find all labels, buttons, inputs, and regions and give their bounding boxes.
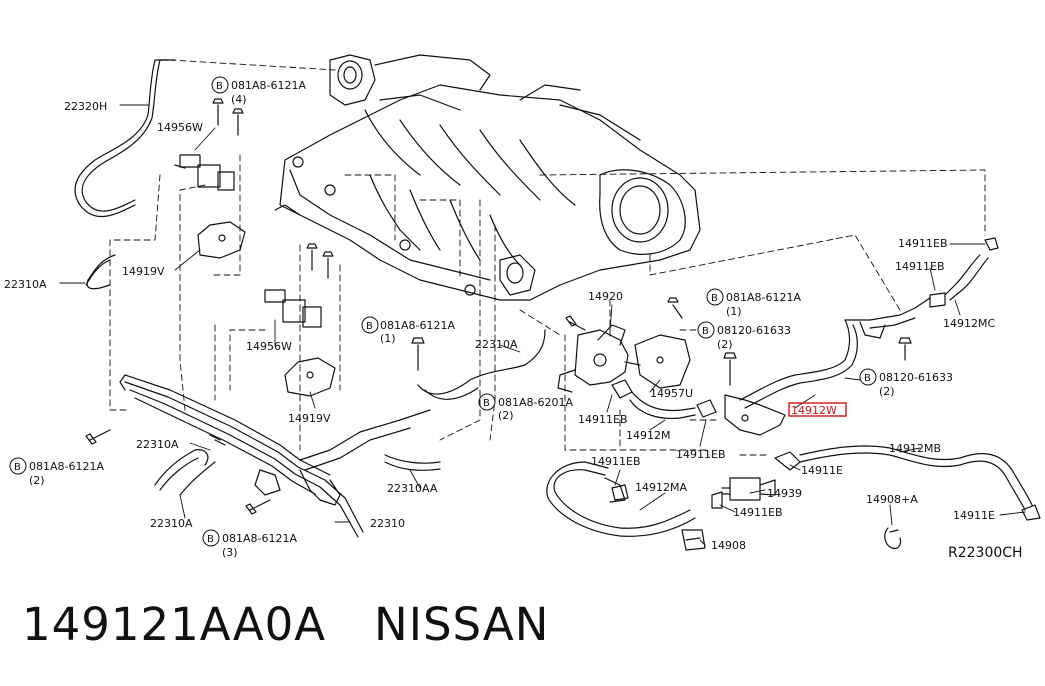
label-22310A-bottom-lower: 22310A <box>150 517 193 530</box>
intake-manifold <box>274 54 701 301</box>
hose-22310AA <box>384 454 441 471</box>
bolt-code: 081A8-6121A <box>231 79 306 92</box>
bracket-14957U <box>634 334 691 389</box>
vacuum-pipe-assembly-22310 <box>119 374 431 538</box>
label-14908: 14908 <box>711 539 746 552</box>
hose-14912W <box>724 319 871 436</box>
label-14908A: 14908+A <box>866 493 918 506</box>
leader-lines <box>59 104 1026 546</box>
label-14957U: 14957U <box>650 387 693 400</box>
bolt-code: 081A8-6201A <box>498 396 573 409</box>
bolt-symbol: B <box>711 293 718 304</box>
label-14919V-lower: 14919V <box>288 412 331 425</box>
bolt-qty: (1) <box>380 332 396 345</box>
label-22310: 22310 <box>370 517 405 530</box>
label-14939: 14939 <box>767 487 802 500</box>
label-22310A-left: 22310A <box>4 278 47 291</box>
label-14911E-a: 14911E <box>801 464 843 477</box>
label-14911EB-a: 14911EB <box>578 413 628 426</box>
label-14911EB-f: 14911EB <box>733 506 783 519</box>
label-14912MB: 14912MB <box>889 442 941 455</box>
bolt-symbol: B <box>864 373 871 384</box>
hose-14912MC <box>859 237 999 339</box>
bracket-14919V-upper <box>197 221 246 259</box>
label-14912MC: 14912MC <box>943 317 995 330</box>
bolt-qty: (1) <box>726 305 742 318</box>
label-14911EB-b: 14911EB <box>676 448 726 461</box>
bolt-symbol: B <box>483 398 490 409</box>
label-22310A-bottom-upper: 22310A <box>136 438 179 451</box>
bolts <box>85 98 912 515</box>
bolt-code: 081A8-6121A <box>380 319 455 332</box>
hose-22310A-bottom <box>154 449 216 496</box>
highlight-box <box>788 402 847 417</box>
part-number: 149121AA0A <box>22 598 327 651</box>
hose-22310A-left <box>85 254 116 290</box>
bolt-qty: (2) <box>498 409 514 422</box>
bolt-symbol: B <box>14 462 21 473</box>
hose-14912MB <box>774 445 1041 521</box>
label-14956W-lower: 14956W <box>246 340 292 353</box>
bolt-code: 081A8-6121A <box>29 460 104 473</box>
diagram-reference-code: R22300CH <box>948 545 1023 561</box>
hose-clips <box>611 379 717 501</box>
bolt-qty: (2) <box>29 474 45 487</box>
leader-dashed-lines <box>109 59 986 456</box>
hose-14912MA <box>546 461 696 537</box>
bolt-qty: (2) <box>879 385 895 398</box>
label-14919V-upper: 14919V <box>122 265 165 278</box>
bolt-callouts: B 081A8-6121A (4) B 081A8-6121A (1) B 08… <box>14 79 953 559</box>
hose-22320H <box>74 59 176 218</box>
bolt-qty: (4) <box>231 93 247 106</box>
label-14912MA: 14912MA <box>635 481 687 494</box>
solenoid-valve-14956W-lower <box>264 289 322 328</box>
label-14911EB-c: 14911EB <box>898 237 948 250</box>
clip-14908A <box>884 527 902 550</box>
clip-14908 <box>681 529 706 551</box>
bolt-symbol-circles <box>9 76 877 547</box>
hose-22310A-mid <box>417 329 546 400</box>
bolt-code: 081A8-6121A <box>726 291 801 304</box>
label-14911EB-e: 14911EB <box>591 455 641 468</box>
brand-name: NISSAN <box>374 598 550 651</box>
bolt-symbol: B <box>207 534 214 545</box>
label-22310A-mid: 22310A <box>475 338 518 351</box>
bolt-code: 081A8-6121A <box>222 532 297 545</box>
label-14912M: 14912M <box>626 429 670 442</box>
bolt-code: 08120-61633 <box>879 371 953 384</box>
hose-14912M <box>629 391 696 420</box>
footer-caption: 149121AA0A NISSAN <box>22 598 549 651</box>
label-14920: 14920 <box>588 290 623 303</box>
part-labels: 22320H 14956W 14919V 22310A 14956W 14919… <box>4 100 995 552</box>
bolt-qty: (2) <box>717 338 733 351</box>
bolt-symbol: B <box>702 326 709 337</box>
label-14911E-b: 14911E <box>953 509 995 522</box>
bolt-symbol: B <box>366 321 373 332</box>
label-14956W-upper: 14956W <box>157 121 203 134</box>
bracket-14919V-lower <box>284 357 336 397</box>
label-22310AA: 22310AA <box>387 482 438 495</box>
bolt-qty: (3) <box>222 546 238 559</box>
purge-valve-14920 <box>557 324 641 393</box>
solenoid-valve-14956W-upper <box>174 154 235 191</box>
valve-14939 <box>711 477 776 509</box>
bolt-code: 08120-61633 <box>717 324 791 337</box>
label-14911EB-d: 14911EB <box>895 260 945 273</box>
label-22320H: 22320H <box>64 100 107 113</box>
label-14912W: 14912W <box>791 404 837 417</box>
bolt-symbol: B <box>216 81 223 92</box>
